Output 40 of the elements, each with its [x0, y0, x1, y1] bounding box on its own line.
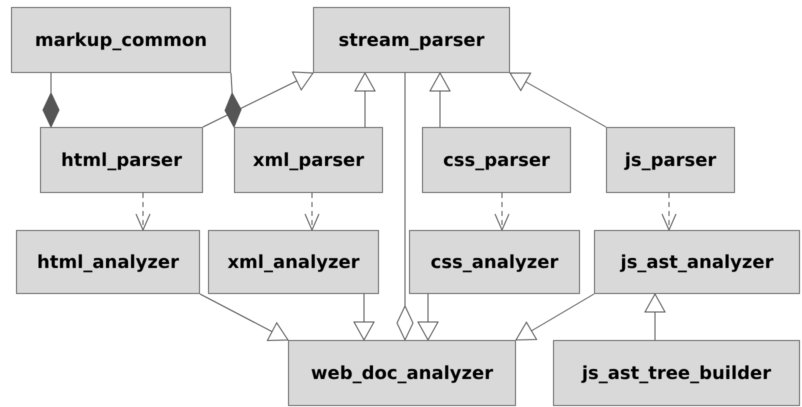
class-box [422, 127, 571, 193]
class-box [11, 7, 231, 73]
class-name: xml_parser [252, 150, 364, 170]
inheritance-arrow [354, 72, 376, 128]
class-name: html_parser [60, 150, 182, 170]
inheritance-arrow [418, 294, 438, 340]
class-name: js_parser [624, 150, 716, 170]
dependency-arrow [494, 192, 510, 230]
inheritance-arrow [200, 294, 288, 342]
class-name: html_analyzer [37, 252, 179, 272]
class-name: markup_common [34, 30, 208, 50]
class-name: css_analyzer [430, 252, 558, 272]
inheritance-arrow [430, 72, 450, 128]
class-box [40, 127, 203, 193]
class-box [594, 230, 800, 294]
dependency-arrow [662, 192, 676, 230]
inheritance-arrow [202, 71, 314, 128]
inheritance-arrow [516, 294, 594, 340]
class-box [16, 230, 200, 294]
inheritance-arrow [644, 294, 666, 340]
dependency-arrow [136, 192, 150, 230]
class-box [234, 127, 383, 193]
class-name: css_parser [443, 150, 550, 170]
class-box [208, 230, 379, 294]
class-box [313, 7, 510, 73]
dependency-arrow [304, 192, 320, 230]
class-box [288, 340, 516, 406]
class-name: stream_parser [338, 30, 484, 50]
composition-connector [224, 72, 242, 128]
inheritance-arrow [354, 294, 374, 340]
class-name: js_ast_tree_builder [582, 362, 772, 384]
class-box [409, 230, 580, 294]
class-name: js_ast_analyzer [620, 252, 774, 272]
class-name: web_doc_analyzer [310, 362, 494, 384]
inheritance-arrow [510, 72, 606, 128]
class-name: xml_analyzer [227, 252, 360, 272]
composition-connector [396, 72, 414, 340]
class-box [606, 127, 735, 193]
composition-connector [42, 72, 60, 128]
class-box [553, 340, 800, 406]
